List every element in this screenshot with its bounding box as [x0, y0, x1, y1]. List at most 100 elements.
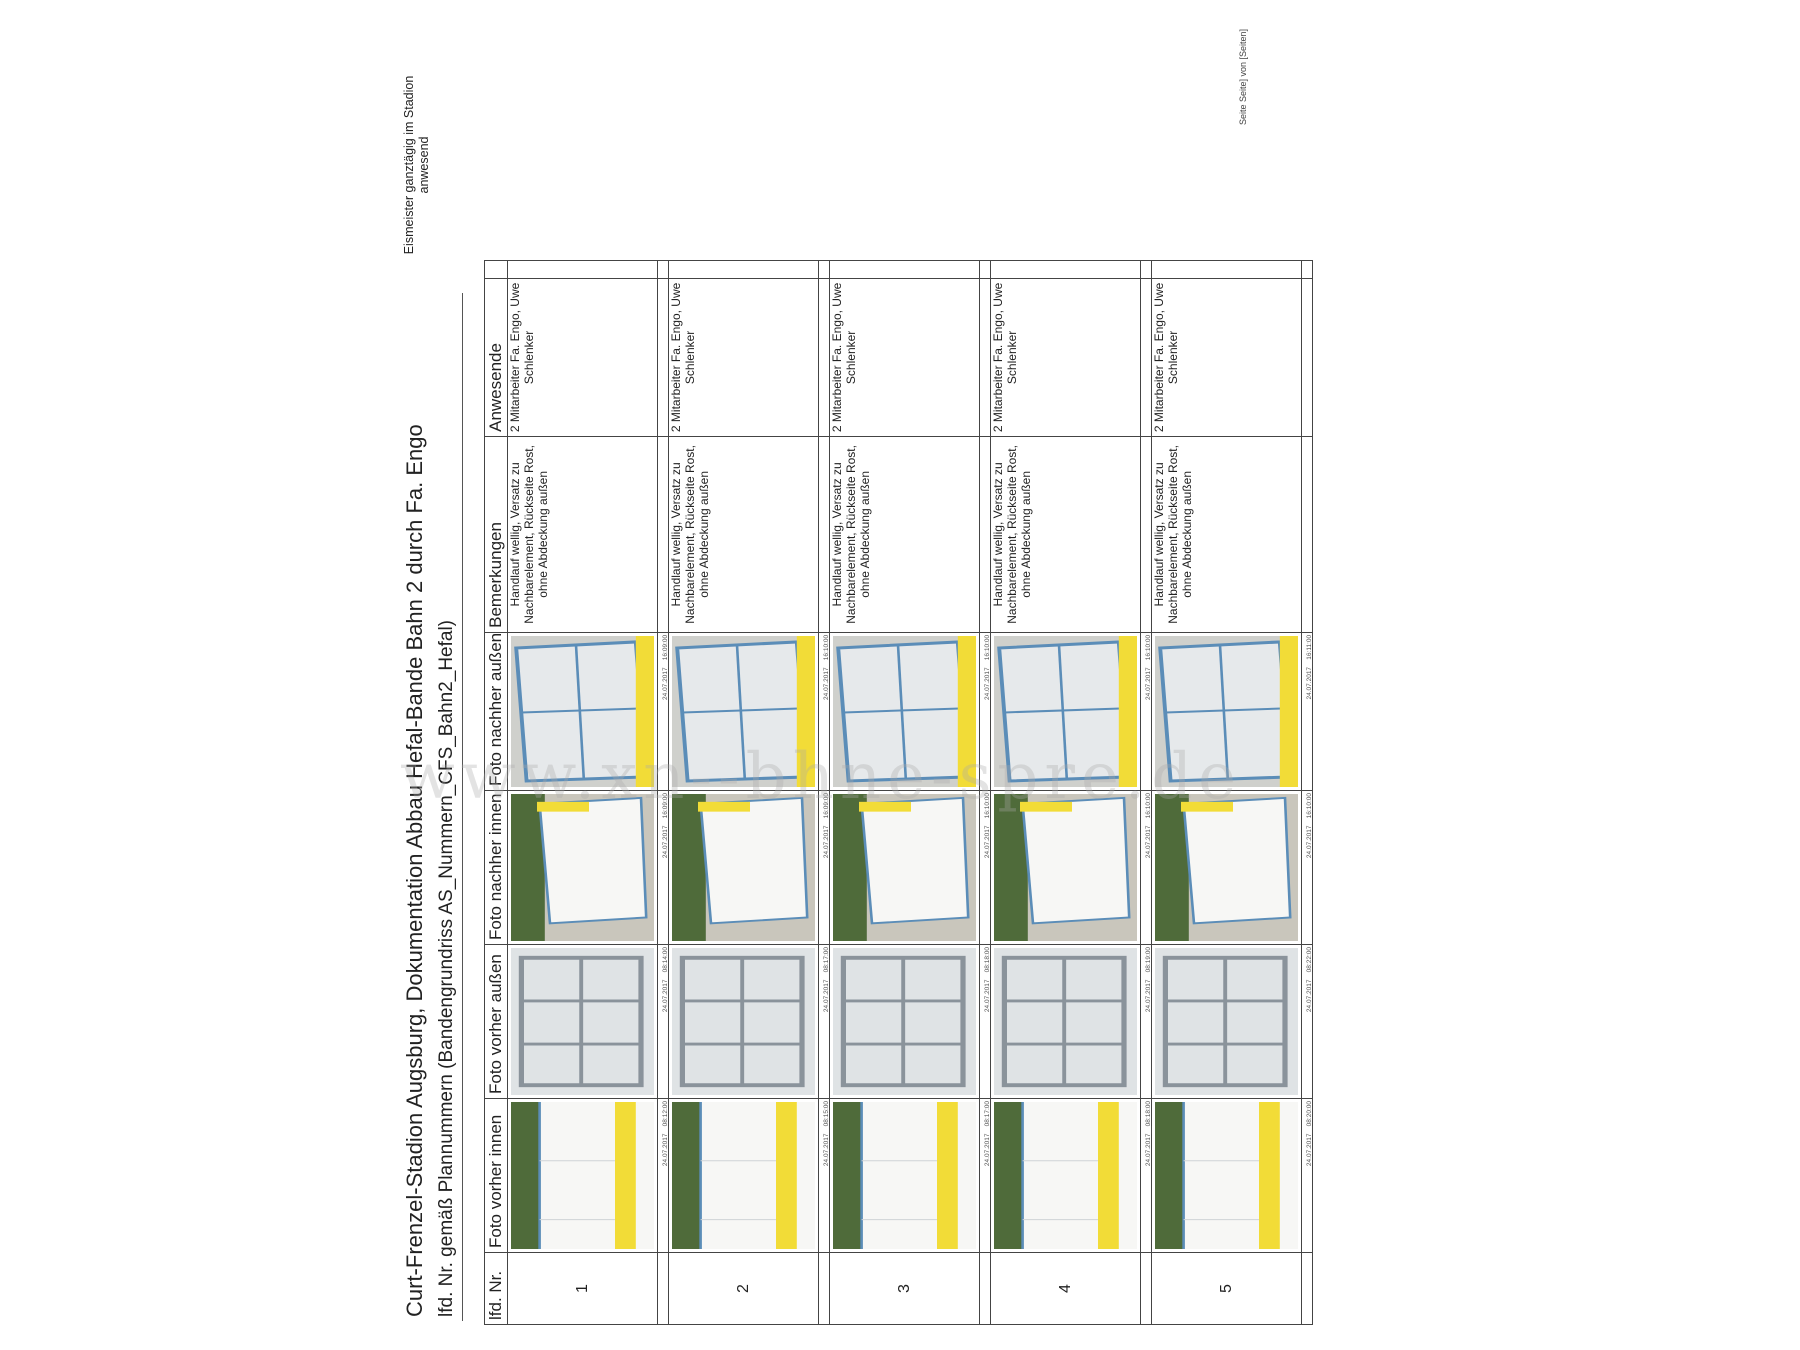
row-number: 4 [990, 1252, 1141, 1325]
separator-cell [1301, 278, 1313, 437]
col-header-remarks: Bemerkungen [484, 436, 508, 633]
document-title: Curt-Frenzel-Stadion Augsburg, Dokumenta… [402, 424, 427, 1317]
col-header-empty [484, 260, 508, 279]
separator-cell [1140, 436, 1152, 633]
photo-before-outside: 24.07.2017__08:19:00 [990, 944, 1152, 1099]
col-header-photo-after-outside: Foto nachher außen [484, 632, 508, 791]
photo-before-inside: 24.07.2017__08:15:00 [668, 1098, 830, 1253]
photo-before-inside: 24.07.2017__08:12:00 [507, 1098, 669, 1253]
separator-cell [1301, 260, 1313, 279]
attendees-cell: 2 Mitarbeiter Fa. Engo, Uwe Schlenker [990, 278, 1141, 437]
col-header-photo-after-inside: Foto nachher innen [484, 790, 508, 945]
separator-cell [1140, 278, 1152, 437]
photo-image [511, 1102, 654, 1249]
remarks-cell: Handlauf wellig, Versatz zu Nachbareleme… [507, 436, 658, 633]
photo-image [994, 635, 1137, 787]
separator-cell [657, 1252, 669, 1325]
separator-cell [818, 436, 830, 633]
attendees-cell: 2 Mitarbeiter Fa. Engo, Uwe Schlenker [507, 278, 658, 437]
separator-cell [657, 436, 669, 633]
separator-cell [979, 436, 991, 633]
photo-image [511, 794, 654, 941]
photo-image [833, 794, 976, 941]
empty-cell [829, 260, 980, 279]
attendance-note: Eismeister ganztägig im Stadion anwesend [402, 75, 431, 255]
col-header-photo-before-outside: Foto vorher außen [484, 944, 508, 1099]
row-number: 1 [507, 1252, 658, 1325]
document-subtitle: lfd. Nr. gemäß Plannummern (Bandengrundr… [436, 620, 457, 1317]
photo-after-outside: 24.07.2017__16:10:00 [990, 632, 1152, 791]
photo-before-inside: 24.07.2017__08:17:00 [829, 1098, 991, 1253]
photo-before-outside: 24.07.2017__08:18:00 [829, 944, 991, 1099]
title-underline [462, 293, 463, 1321]
photo-before-inside: 24.07.2017__08:18:00 [990, 1098, 1152, 1253]
photo-image [672, 948, 815, 1095]
row-number: 2 [668, 1252, 819, 1325]
photo-image [833, 635, 976, 787]
separator-cell [818, 278, 830, 437]
remarks-cell: Handlauf wellig, Versatz zu Nachbareleme… [829, 436, 980, 633]
photo-after-inside: 24.07.2017__16:10:00 [1151, 790, 1313, 945]
col-header-attendees: Anwesende [484, 278, 508, 437]
row-number: 5 [1151, 1252, 1302, 1325]
separator-cell [657, 278, 669, 437]
col-header-nr: lfd. Nr. [484, 1252, 508, 1325]
photo-image [1155, 948, 1298, 1095]
photo-image [833, 948, 976, 1095]
photo-image [511, 948, 654, 1095]
photo-after-inside: 24.07.2017__16:09:00 [507, 790, 669, 945]
photo-after-inside: 24.07.2017__16:10:00 [990, 790, 1152, 945]
row-number: 3 [829, 1252, 980, 1325]
table-header-row: lfd. Nr. Foto vorher innen Foto vorher a… [484, 260, 508, 1325]
documentation-table: lfd. Nr. Foto vorher innen Foto vorher a… [484, 260, 1313, 1325]
photo-before-outside: 24.07.2017__08:17:00 [668, 944, 830, 1099]
photo-timestamp: 24.07.2017__16:11:00 [1306, 634, 1313, 700]
col-header-photo-before-inside: Foto vorher innen [484, 1098, 508, 1253]
separator-cell [979, 260, 991, 279]
photo-image [1155, 635, 1298, 787]
photo-image [833, 1102, 976, 1249]
photo-after-inside: 24.07.2017__16:09:00 [668, 790, 830, 945]
photo-after-outside: 24.07.2017__16:09:00 [507, 632, 669, 791]
photo-image [672, 1102, 815, 1249]
photo-after-outside: 24.07.2017__16:10:00 [668, 632, 830, 791]
empty-cell [990, 260, 1141, 279]
photo-after-outside: 24.07.2017__16:10:00 [829, 632, 991, 791]
document-page: Curt-Frenzel-Stadion Augsburg, Dokumenta… [400, 29, 1313, 1325]
photo-image [994, 794, 1137, 941]
separator-cell [1140, 1252, 1152, 1325]
separator-cell [1140, 260, 1152, 279]
separator-cell [979, 278, 991, 437]
page-footer: Seite Seite] von [Seiten] [1238, 28, 1248, 125]
attendees-cell: 2 Mitarbeiter Fa. Engo, Uwe Schlenker [668, 278, 819, 437]
photo-timestamp: 24.07.2017__08:22:00 [1306, 947, 1313, 1013]
remarks-cell: Handlauf wellig, Versatz zu Nachbareleme… [1151, 436, 1302, 633]
photo-before-outside: 24.07.2017__08:22:00 [1151, 944, 1313, 1099]
separator-cell [657, 260, 669, 279]
separator-cell [979, 1252, 991, 1325]
empty-cell [1151, 260, 1302, 279]
photo-after-outside: 24.07.2017__16:11:00 [1151, 632, 1313, 791]
photo-before-inside: 24.07.2017__08:20:00 [1151, 1098, 1313, 1253]
photo-image [994, 1102, 1137, 1249]
photo-after-inside: 24.07.2017__16:10:00 [829, 790, 991, 945]
separator-cell [818, 260, 830, 279]
remarks-cell: Handlauf wellig, Versatz zu Nachbareleme… [990, 436, 1141, 633]
empty-cell [668, 260, 819, 279]
photo-image [1155, 794, 1298, 941]
photo-timestamp: 24.07.2017__08:20:00 [1306, 1101, 1313, 1167]
empty-cell [507, 260, 658, 279]
remarks-cell: Handlauf wellig, Versatz zu Nachbareleme… [668, 436, 819, 633]
photo-image [994, 948, 1137, 1095]
separator-cell [1301, 1252, 1313, 1325]
attendees-cell: 2 Mitarbeiter Fa. Engo, Uwe Schlenker [1151, 278, 1302, 437]
photo-image [511, 635, 654, 787]
photo-image [672, 635, 815, 787]
photo-before-outside: 24.07.2017__08:14:00 [507, 944, 669, 1099]
separator-cell [818, 1252, 830, 1325]
attendees-cell: 2 Mitarbeiter Fa. Engo, Uwe Schlenker [829, 278, 980, 437]
separator-cell [1301, 436, 1313, 633]
